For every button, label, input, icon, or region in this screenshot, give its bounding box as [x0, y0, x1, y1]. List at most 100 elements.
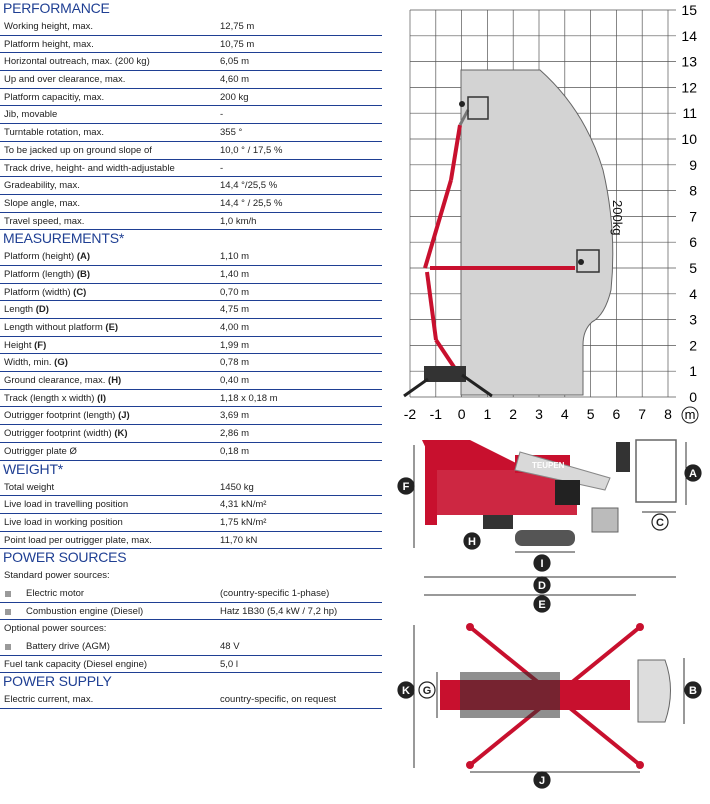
- spec-label: Ground clearance, max. (H): [4, 372, 121, 390]
- marker-label: F: [403, 481, 410, 493]
- marker-j-icon: [533, 771, 551, 789]
- spec-label: Live load in travelling position: [4, 496, 128, 514]
- spec-row: Gradeability, max.14,4 °/25,5 %: [0, 177, 382, 195]
- spec-row: Standard power sources:: [0, 567, 382, 585]
- spec-label: Point load per outrigger plate, max.: [4, 532, 152, 550]
- spec-value: 10,0 ° / 17,5 %: [220, 144, 283, 156]
- spec-label: Platform height, max.: [4, 36, 94, 54]
- spec-key: (K): [114, 428, 128, 440]
- section-title-power-supply: POWER SUPPLY: [3, 673, 112, 690]
- y-tick-label: 10: [681, 131, 697, 147]
- spec-value: 200 kg: [220, 91, 249, 103]
- spec-row: Length (D)4,75 m: [0, 301, 382, 319]
- x-tick-label: 8: [664, 406, 672, 422]
- y-tick-label: 1: [689, 363, 697, 379]
- y-tick-label: 7: [689, 208, 697, 224]
- spec-key: (F): [34, 339, 47, 351]
- y-tick-label: 2: [689, 337, 697, 353]
- spec-value: 1,0 km/h: [220, 215, 257, 227]
- spec-label: Platform capacitiy, max.: [4, 89, 104, 107]
- spec-value: 0,70 m: [220, 286, 250, 298]
- spec-key: (D): [35, 304, 49, 316]
- spec-label: Turntable rotation, max.: [4, 124, 104, 142]
- spec-label: Platform (length) (B): [4, 266, 90, 284]
- x-tick-label: -1: [430, 406, 443, 422]
- y-tick-label: 15: [681, 2, 697, 18]
- spec-row: Travel speed, max. 1,0 km/h: [0, 213, 382, 231]
- spec-key: (C): [73, 286, 87, 298]
- x-tick-label: 6: [613, 406, 621, 422]
- x-tick-label: 1: [484, 406, 492, 422]
- spec-label: Total weight: [4, 479, 54, 497]
- spec-value: 1,10 m: [220, 251, 250, 263]
- spec-row: Up and over clearance, max.4,60 m: [0, 71, 382, 89]
- x-tick-label: -2: [404, 406, 417, 422]
- y-tick-label: 6: [689, 234, 697, 250]
- load-label: 200kg: [610, 200, 625, 235]
- spec-label: Track drive, height- and width-adjustabl…: [4, 160, 175, 178]
- marker-label: H: [468, 536, 476, 548]
- spec-label-text: Length without platform: [4, 322, 103, 333]
- spec-value: 11,70 kN: [220, 534, 258, 546]
- marker-c-icon: [651, 513, 669, 531]
- spec-row: Platform (length) (B) 1,40 m: [0, 266, 382, 284]
- spec-label-text: Electric motor: [26, 587, 85, 599]
- section-title-performance: PERFORMANCE: [3, 0, 110, 16]
- spec-value: country-specific, on request: [220, 694, 337, 706]
- unit-circle-icon: [681, 406, 699, 424]
- bullet-icon: [5, 608, 11, 615]
- y-tick-label: 4: [689, 286, 697, 302]
- spec-label: Live load in working position: [4, 514, 123, 532]
- spec-value: 6,05 m: [220, 56, 250, 68]
- spec-label: Platform (height) (A): [4, 248, 90, 266]
- marker-f-icon: [397, 477, 415, 495]
- x-tick-label: 4: [561, 406, 569, 422]
- section-title-weight: WEIGHT*: [3, 460, 64, 477]
- spec-value: 5,0 l: [220, 658, 238, 670]
- spec-label-text: Platform height, max.: [4, 38, 94, 50]
- marker-label: K: [402, 685, 410, 697]
- spec-label-text: Combustion engine (Diesel): [26, 605, 144, 617]
- spec-row: Working height, max.12,75 m: [0, 18, 382, 36]
- x-tick-label: 2: [509, 406, 517, 422]
- spec-label: Travel speed, max.: [4, 213, 84, 231]
- spec-label-text: Jib, movable: [4, 109, 58, 121]
- spec-value: 1,40 m: [220, 268, 250, 280]
- spec-value: 1,18 x 0,18 m: [220, 392, 278, 404]
- spec-label-text: Up and over clearance, max.: [4, 74, 126, 86]
- spec-value: 10,75 m: [220, 38, 255, 50]
- spec-label: Optional power sources:: [4, 620, 106, 638]
- spec-row: Slope angle, max.14,4 ° / 25,5 %: [0, 195, 382, 213]
- spec-label-text: Track (length x width): [4, 392, 95, 404]
- spec-key: (J): [118, 410, 130, 422]
- y-tick-label: 9: [689, 157, 697, 173]
- spec-row: Length without platform (E)4,00 m: [0, 319, 382, 337]
- spec-value: 1,99 m: [220, 339, 250, 351]
- spec-label-text: Gradeability, max.: [4, 180, 80, 192]
- spec-key: (A): [76, 251, 91, 263]
- spec-label-text: Platform (height): [4, 251, 75, 263]
- spec-label-text: Ground clearance, max.: [4, 375, 106, 387]
- marker-b-icon: [684, 681, 702, 699]
- y-tick-label: 11: [682, 105, 697, 121]
- spec-row: Combustion engine (Diesel)Hatz 1B30 (5,4…: [0, 603, 382, 621]
- spec-row: Battery drive (AGM)48 V: [0, 638, 382, 656]
- spec-value: 355 °: [220, 127, 243, 139]
- x-tick-label: 3: [535, 406, 543, 422]
- x-tick-label: 7: [638, 406, 646, 422]
- spec-label: Jib, movable: [4, 106, 57, 124]
- spec-label-text: Outrigger footprint (width): [4, 428, 112, 440]
- spec-label-text: Standard power sources:: [4, 570, 110, 582]
- spec-row: Optional power sources:: [0, 620, 382, 638]
- spec-label: Electric current, max.: [4, 691, 93, 709]
- top-view: [413, 623, 685, 773]
- spec-row: Platform capacitiy, max. 200 kg: [0, 89, 382, 107]
- spec-value: -: [220, 162, 224, 174]
- spec-label-text: Platform capacitiy, max.: [4, 91, 105, 103]
- spec-row: Turntable rotation, max. 355 °: [0, 124, 382, 142]
- spec-table: PERFORMANCE Working height, max.12,75 m Pl…: [0, 0, 382, 710]
- spec-label-text: Platform (length): [4, 268, 75, 280]
- spec-value: 0,40 m: [220, 375, 250, 387]
